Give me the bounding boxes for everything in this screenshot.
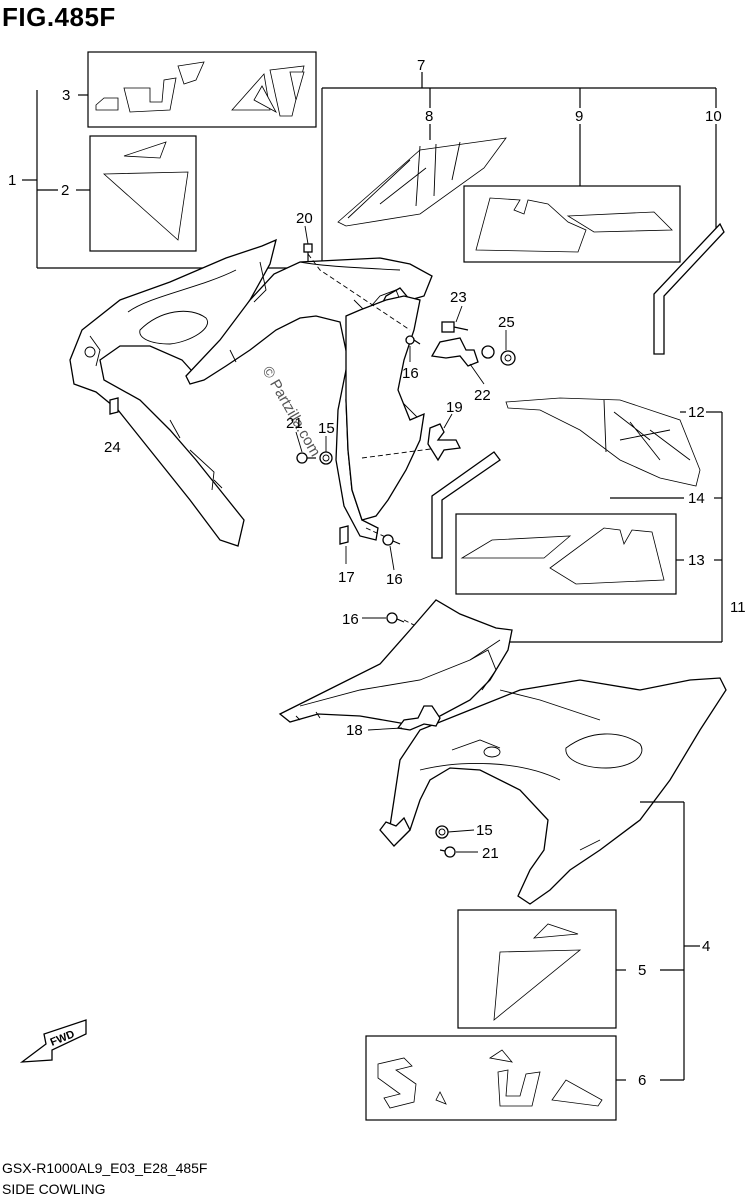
callout-13: 13	[688, 552, 705, 569]
callout-6: 6	[638, 1072, 646, 1089]
mid-cowling-panel[interactable]	[345, 295, 425, 521]
callout-18: 18	[346, 722, 363, 739]
callouts: 1 2 3 7 8 9 10 20 23 25 16 22 19 21 15 2…	[8, 57, 746, 1089]
box-6-emblem-decals[interactable]	[365, 1035, 617, 1121]
callout-10: 10	[705, 108, 722, 125]
callout-16a: 16	[402, 365, 419, 382]
lower-front-cowling[interactable]	[278, 599, 513, 725]
part-16-screw-c[interactable]	[386, 612, 405, 624]
section-name: SIDE COWLING	[2, 1181, 106, 1197]
box-9-panel-decals[interactable]	[463, 185, 681, 263]
callout-25: 25	[498, 314, 515, 331]
part-20-screw[interactable]	[303, 243, 313, 262]
callout-4: 4	[702, 938, 710, 955]
part-10-trim-strip[interactable]	[653, 222, 725, 355]
group-7-bracket	[321, 72, 717, 268]
model-code: GSX-R1000AL9_E03_E28_485F	[2, 1160, 208, 1176]
callout-22: 22	[474, 387, 491, 404]
part-23-bolt[interactable]	[441, 321, 469, 333]
part-15-grommet-upper[interactable]	[319, 451, 333, 465]
fwd-arrow-icon: FWD	[19, 1019, 87, 1063]
callout-3: 3	[62, 87, 70, 104]
callout-11: 11	[730, 599, 746, 616]
callout-8: 8	[425, 108, 433, 125]
part-14-trim-strip[interactable]	[431, 451, 501, 559]
part-24-pad[interactable]	[109, 397, 119, 415]
callout-16c: 16	[342, 611, 359, 628]
watermark-text: © Partzilla.com	[259, 364, 324, 460]
lower-mount-bracket[interactable]	[379, 816, 411, 847]
callout-16b: 16	[386, 571, 403, 588]
box-3-emblem-decals[interactable]	[87, 51, 317, 128]
part-8-upper-stripe-decal[interactable]	[337, 137, 507, 227]
part-19-bracket[interactable]	[427, 423, 461, 462]
part-21-screw-lower[interactable]	[439, 846, 456, 858]
box-2-side-decals[interactable]	[89, 135, 197, 252]
lower-side-cowling[interactable]	[389, 677, 727, 905]
callout-2: 2	[61, 182, 69, 199]
part-16-screw-b[interactable]	[382, 534, 401, 546]
part-18-bracket[interactable]	[396, 705, 441, 731]
callout-5: 5	[638, 962, 646, 979]
callout-21a: 21	[286, 415, 303, 432]
part-16-screw-a[interactable]	[405, 335, 421, 345]
leader-lines	[295, 225, 507, 853]
callout-7: 7	[417, 57, 425, 74]
group-1-bracket	[22, 90, 322, 269]
callout-17: 17	[338, 569, 355, 586]
group-4-bracket	[616, 801, 700, 1081]
box-5-side-decals[interactable]	[457, 909, 617, 1029]
callout-9: 9	[575, 108, 583, 125]
part-21-screw-upper[interactable]	[296, 452, 316, 464]
figure-title: FIG.485F	[2, 2, 116, 32]
callout-1: 1	[8, 172, 16, 189]
part-15-grommet-lower[interactable]	[435, 825, 449, 839]
callout-21b: 21	[482, 845, 499, 862]
part-25-nut[interactable]	[481, 345, 516, 366]
group-11-bracket	[490, 411, 723, 643]
callout-12: 12	[688, 404, 705, 421]
part-12-lower-stripe-decal[interactable]	[505, 397, 701, 487]
callout-23: 23	[450, 289, 467, 306]
box-13-panel-decals[interactable]	[455, 513, 677, 595]
upper-side-cowling[interactable]	[69, 238, 277, 547]
callout-20: 20	[296, 210, 313, 227]
callout-14: 14	[688, 490, 705, 507]
callout-19: 19	[446, 399, 463, 416]
part-17-pad[interactable]	[339, 525, 349, 545]
callout-15a: 15	[318, 420, 335, 437]
part-22-bracket[interactable]	[430, 337, 479, 367]
callout-15b: 15	[476, 822, 493, 839]
callout-24: 24	[104, 439, 121, 456]
